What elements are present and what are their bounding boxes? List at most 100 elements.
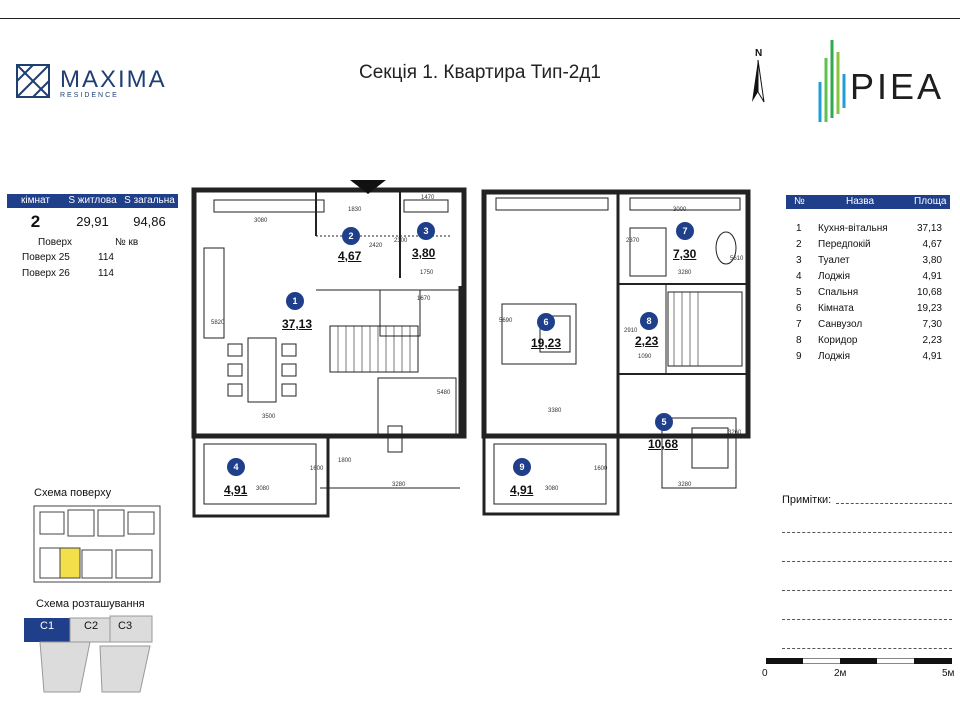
top-rule	[0, 18, 960, 19]
room-number: 1	[796, 223, 802, 234]
room-number: 7	[796, 319, 802, 330]
stats-header-total: S загальна	[124, 195, 175, 206]
room-area: 4,67	[922, 239, 942, 250]
room-area-8: 2,23	[635, 334, 659, 348]
dim-3080: 3080	[254, 218, 268, 224]
dim-3380: 3380	[548, 408, 562, 414]
room-name: Кухня-вітальня	[818, 223, 888, 234]
room-number: 3	[796, 255, 802, 266]
dim-5610: 5610	[730, 256, 744, 262]
dim-3280-b: 3280	[678, 270, 692, 276]
dim-1470: 1470	[421, 195, 435, 201]
rooms-table-row: 8 Коридор 2,23	[786, 333, 950, 349]
room-name: Туалет	[818, 255, 850, 266]
stats-living-value: 29,91	[76, 214, 109, 229]
rooms-table-row: 6 Кімната 19,23	[786, 301, 950, 317]
dim-5690: 5690	[499, 318, 513, 324]
room-area: 4,91	[922, 271, 942, 282]
stats-rooms-value: 2	[30, 212, 41, 231]
room-number: 8	[796, 335, 802, 346]
floor-scheme-title: Схема поверху	[34, 487, 112, 499]
room-area: 2,23	[922, 335, 942, 346]
dim-1090: 1090	[638, 354, 652, 360]
room-number: 9	[796, 351, 802, 362]
apartment-header: № кв	[115, 237, 139, 248]
dim-3500: 3500	[262, 414, 276, 420]
rooms-header-name: Назва	[846, 196, 875, 207]
room-area-5: 10,68	[648, 437, 679, 451]
floor-scheme-map	[33, 505, 161, 583]
section-c2: C2	[84, 620, 99, 632]
rooms-table-row: 1 Кухня-вітальня 37,13	[786, 221, 950, 237]
section-c3: C3	[118, 620, 133, 632]
stats-header: кімнат S житлова S загальна	[7, 194, 178, 208]
room-area-6: 19,23	[531, 336, 562, 350]
notes-label: Примітки:	[782, 494, 832, 506]
room-area-7: 7,30	[673, 247, 697, 261]
room-name: Санвузол	[818, 319, 863, 330]
stats-values: 2 29,91 94,86	[7, 212, 178, 232]
brand-subtitle: RESIDENCE	[60, 92, 119, 99]
scale-label-0: 0	[762, 668, 768, 679]
room-badge-5: 5	[655, 413, 673, 431]
dim-3080-b: 3080	[256, 486, 270, 492]
dim-2420: 2420	[369, 243, 383, 249]
rooms-header-area: Площа	[914, 196, 947, 207]
brand-name: MAXIMA	[60, 66, 167, 93]
room-area: 10,68	[916, 287, 942, 298]
dim-5820: 5820	[211, 320, 225, 326]
dim-2910: 2910	[624, 328, 638, 334]
stats-header-living: S житлова	[68, 195, 117, 206]
notes-line	[782, 532, 952, 533]
dim-3000: 3000	[673, 207, 687, 213]
dim-3280-c: 3280	[678, 482, 692, 488]
notes-line	[782, 590, 952, 591]
room-badge-7: 7	[676, 222, 694, 240]
dim-3280: 3280	[392, 482, 406, 488]
dim-1600: 1600	[310, 466, 324, 472]
dim-2370: 2370	[626, 238, 640, 244]
upper-floor-plan	[481, 189, 751, 516]
notes-line	[782, 648, 952, 649]
room-badge-2: 2	[342, 227, 360, 245]
room-number: 2	[796, 239, 802, 250]
room-name: Коридор	[818, 335, 858, 346]
room-badge-9: 9	[513, 458, 531, 476]
developer-logo-icon	[818, 40, 846, 122]
room-badge-4: 4	[227, 458, 245, 476]
page-title: Секція 1. Квартира Тип-2д1	[358, 62, 601, 83]
room-name: Кімната	[818, 303, 854, 314]
room-area: 7,30	[922, 319, 942, 330]
rooms-table-header: № Назва Площа	[786, 195, 950, 209]
dim-3260: 3260	[728, 430, 742, 436]
room-name: Спальня	[818, 287, 859, 298]
floor-plan	[191, 180, 467, 518]
location-scheme-map	[24, 615, 153, 693]
room-badge-6: 6	[537, 313, 555, 331]
room-area: 37,13	[916, 223, 942, 234]
dim-2300: 2300	[394, 238, 408, 244]
dim-5480: 5480	[437, 390, 451, 396]
dim-1600-b: 1600	[594, 466, 608, 472]
notes-line	[782, 619, 952, 620]
scale-label-5m: 5м	[942, 668, 955, 679]
rooms-table-row: 2 Передпокій 4,67	[786, 237, 950, 253]
room-name: Передпокій	[818, 239, 871, 250]
room-area-9: 4,91	[510, 483, 534, 497]
dim-1670: 1670	[417, 296, 431, 302]
floor-apt-2: 114	[98, 268, 114, 279]
rooms-table-row: 7 Санвузол 7,30	[786, 317, 950, 333]
stats-header-rooms: кімнат	[21, 195, 50, 206]
north-arrow-icon	[752, 59, 765, 103]
floor-row-1: Поверх 25	[22, 252, 70, 263]
stats-total-value: 94,86	[133, 214, 166, 229]
room-badge-3: 3	[417, 222, 435, 240]
dim-1800: 1800	[338, 458, 352, 464]
room-number: 6	[796, 303, 802, 314]
room-name: Лоджія	[818, 271, 851, 282]
room-area: 19,23	[916, 303, 942, 314]
room-area-1: 37,13	[282, 317, 313, 331]
room-number: 5	[796, 287, 802, 298]
room-badge-1: 1	[286, 292, 304, 310]
